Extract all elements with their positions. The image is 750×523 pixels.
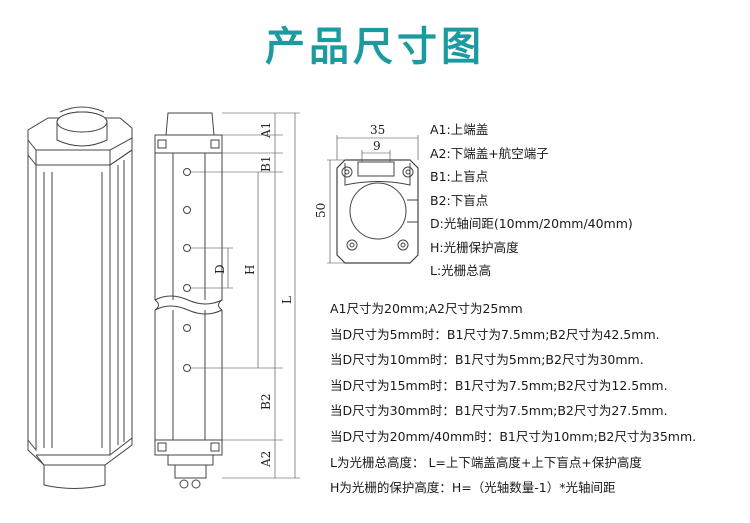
note-line: 当D尺寸为30mm时：B1尺寸为7.5mm;B2尺寸为27.5mm. <box>330 403 668 419</box>
legend-item: B1:上盲点 <box>430 169 489 184</box>
dim-label-a1: A1 <box>259 122 273 139</box>
dim-label-l: L <box>280 296 294 304</box>
dim-label-d: D <box>213 264 227 274</box>
side-view <box>154 112 300 489</box>
legend-item: B2:下盲点 <box>430 192 489 208</box>
page-title: 产品尺寸图 <box>265 24 485 70</box>
note-line: H为光栅的保护高度：H=（光轴数量-1）*光轴间距 <box>330 480 616 496</box>
note-line: A1尺寸为20mm;A2尺寸为25mm <box>330 301 523 316</box>
legend-item: D:光轴间距(10mm/20mm/40mm) <box>430 216 633 231</box>
perspective-view <box>27 106 133 489</box>
dim-label-b2: B2 <box>259 394 273 410</box>
spec-notes: A1尺寸为20mm;A2尺寸为25mm 当D尺寸为5mm时：B1尺寸为7.5mm… <box>330 296 696 501</box>
legend: A1:上端盖 A2:下端盖+航空端子 B1:上盲点 B2:下盲点 D:光轴间距(… <box>430 118 633 283</box>
dim-label-height: 50 <box>314 203 328 218</box>
legend-item: H:光栅保护高度 <box>430 239 519 255</box>
front-section-view <box>327 135 419 264</box>
note-line: 当D尺寸为10mm时：B1尺寸为5mm;B2尺寸为30mm. <box>330 352 644 368</box>
legend-item: A1:上端盖 <box>430 122 489 137</box>
dim-label-width: 35 <box>370 123 385 137</box>
dim-label-h: H <box>243 265 257 275</box>
legend-item: L:光栅总高 <box>430 263 492 278</box>
note-line: 当D尺寸为5mm时：B1尺寸为7.5mm;B2尺寸为42.5mm. <box>330 326 660 342</box>
note-line: 当D尺寸为15mm时：B1尺寸为7.5mm;B2尺寸为12.5mm. <box>330 377 668 393</box>
note-line: 当D尺寸为20mm/40mm时：B1尺寸为10mm;B2尺寸为35mm. <box>330 428 697 444</box>
dim-label-b1: B1 <box>259 156 273 172</box>
dim-label-inner: 9 <box>373 139 381 153</box>
legend-item: A2:下端盖+航空端子 <box>430 145 549 161</box>
dim-label-a2: A2 <box>259 451 273 468</box>
note-line: L为光栅总高度： L=上下端盖高度+上下盲点+保护高度 <box>330 454 642 470</box>
